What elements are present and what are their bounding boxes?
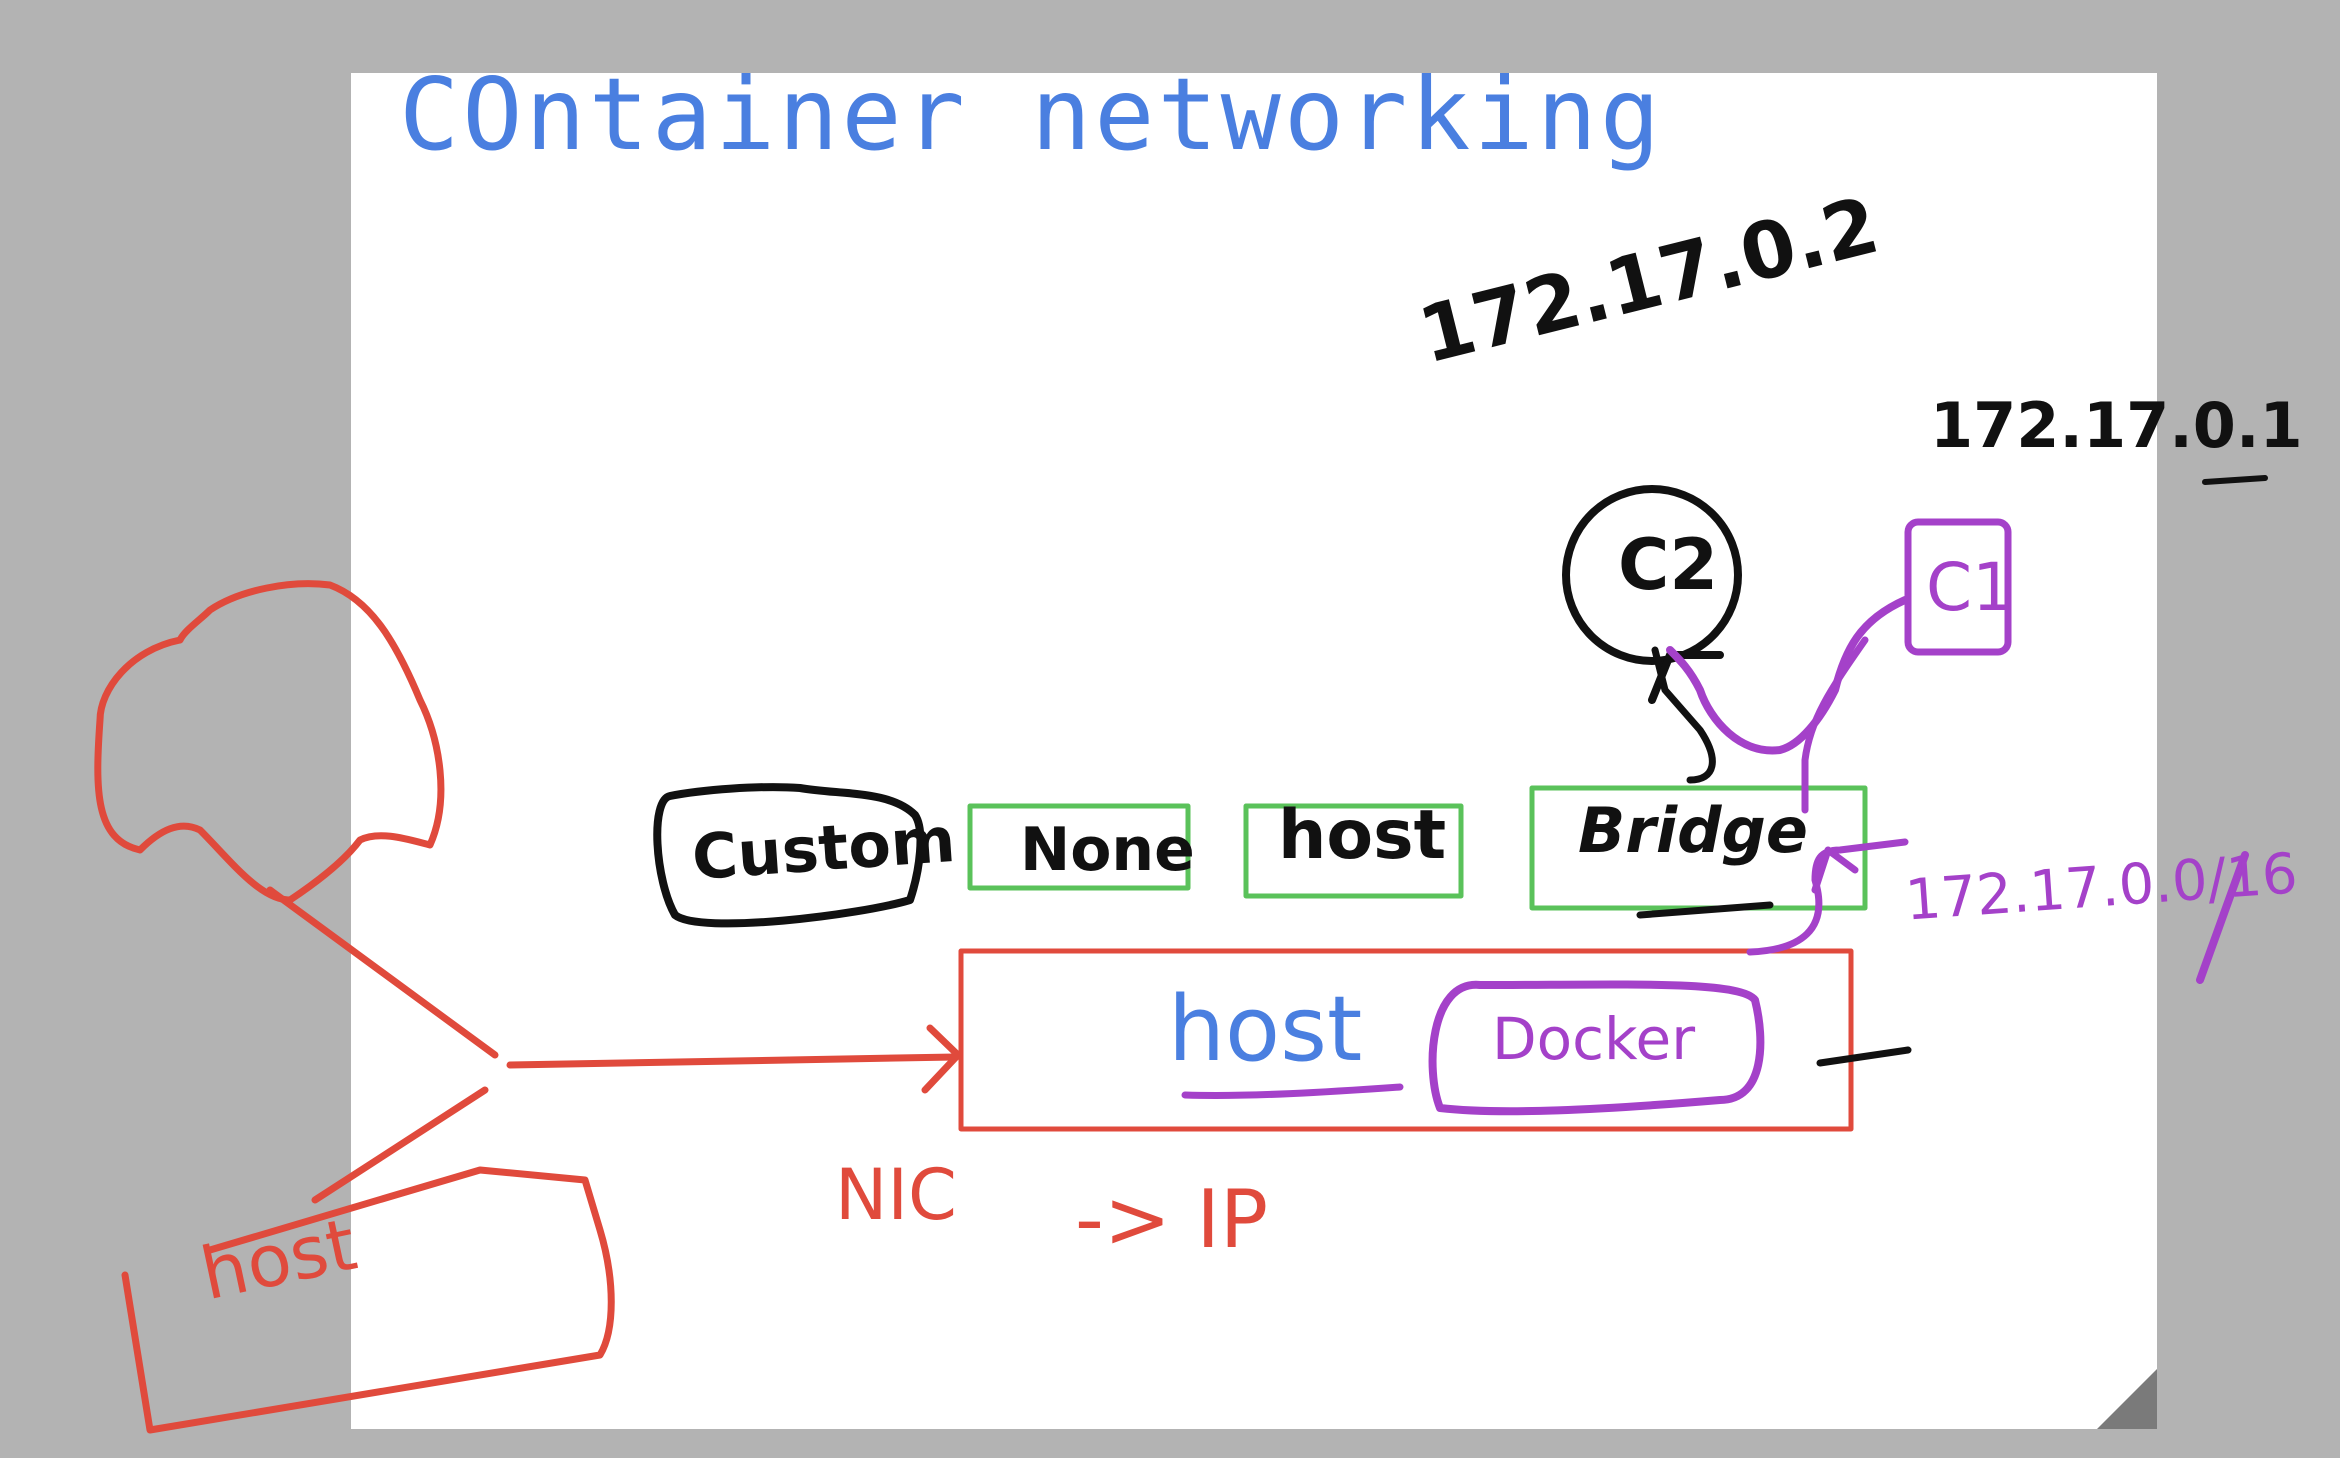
- arrow-head: [921, 1024, 962, 1094]
- ip-c1-label: 172.17.0.1: [1930, 389, 2303, 462]
- host-box: [958, 948, 1854, 1132]
- network-none-label: None: [1020, 815, 1195, 885]
- network-host-label: host: [1278, 796, 1447, 875]
- bridge-arrow-head: [1811, 846, 1859, 894]
- container-c2-label: C2: [1618, 524, 1719, 606]
- cloud-link-line-lower: [311, 1086, 489, 1204]
- container-c1-label: C1: [1926, 549, 2015, 626]
- network-box-none: [967, 803, 1191, 891]
- nic-label: NIC: [835, 1154, 957, 1236]
- host-dash: [1816, 1046, 1912, 1067]
- host-cloud-box: [121, 1166, 615, 1434]
- arrow-ip-label: -> IP: [1075, 1173, 1269, 1266]
- docker-underline: [1181, 1083, 1404, 1099]
- slide-title: COntainer networking: [399, 56, 1664, 173]
- c1-bridge-link-2: [1801, 636, 1869, 814]
- network-custom-label: Custom: [689, 802, 958, 895]
- network-bridge-label: Bridge: [1578, 794, 1808, 867]
- cloud-to-host-arrow: [506, 1053, 959, 1069]
- docker-label: Docker: [1492, 1005, 1696, 1073]
- c1-bridge-link: [1666, 596, 1909, 755]
- container-c2-circle: [1562, 485, 1742, 665]
- subnet-slash: [2196, 851, 2249, 984]
- bridge-underline: [1636, 901, 1774, 919]
- cloud-link-line: [266, 886, 499, 1059]
- ip-c1-underline: [2202, 475, 2268, 485]
- container-c1-box: [1904, 518, 2012, 656]
- network-box-custom: [653, 783, 925, 928]
- whiteboard-slide: [351, 73, 2157, 1429]
- host-box-label: host: [1168, 977, 1363, 1082]
- docker-box: [1428, 980, 1765, 1116]
- page-fold-icon: [2097, 1369, 2157, 1429]
- network-box-host: [1243, 803, 1464, 899]
- cloud-icon: [94, 580, 445, 904]
- c2-link: [1651, 646, 1716, 784]
